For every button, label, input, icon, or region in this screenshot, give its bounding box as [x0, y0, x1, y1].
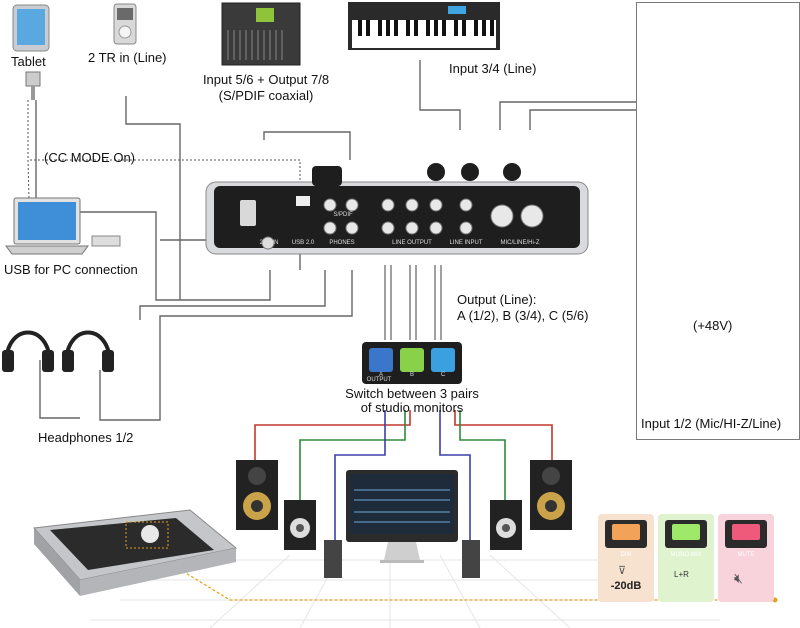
tablet-icon: [13, 5, 49, 51]
dim-label: DIM: [598, 552, 654, 558]
speaker-left-large: [236, 460, 278, 530]
line-input-port-label: LINE INPUT: [448, 240, 484, 246]
digital-mixer-icon: [222, 3, 300, 65]
feature-buttons-panel: DIM ⊽ -20dB MONO MIX L+R MUTE 🔇︎: [598, 514, 768, 598]
switch-b-label: B: [400, 372, 424, 378]
phones-port-label: PHONES: [322, 240, 362, 246]
cc-mode-label: (CC MODE On): [44, 150, 135, 166]
speaker-right-small: [490, 500, 522, 550]
switch-output-caption: OUTPUT: [364, 377, 394, 383]
dim-icon: ⊽: [618, 564, 626, 577]
mute-card: MUTE 🔇︎: [718, 514, 774, 602]
output-line-label-1: Output (Line):: [457, 292, 537, 308]
dim-card: DIM ⊽ -20dB: [598, 514, 654, 602]
speaker-right-large: [530, 460, 572, 530]
two-tr-in-label: 2 TR in (Line): [88, 50, 167, 66]
dtr-port-label: 2TR IN: [254, 240, 284, 246]
mute-label: MUTE: [718, 552, 774, 558]
mute-button[interactable]: [732, 524, 760, 540]
output-line-label-2: A (1/2), B (3/4), C (5/6): [457, 308, 589, 324]
mic-line-hiz-port-label: MIC/LINE/Hi-Z: [494, 240, 546, 246]
mono-mix-card: MONO MIX L+R: [658, 514, 714, 602]
dim-button[interactable]: [612, 524, 640, 540]
tablet-usb-plug-icon: [26, 72, 40, 86]
switch-label-2: of studio monitors: [332, 400, 492, 416]
usb-pc-label: USB for PC connection: [4, 262, 138, 278]
usb-plug-icon: [92, 236, 120, 246]
input-34-label: Input 3/4 (Line): [449, 61, 536, 77]
headphones-label: Headphones 1/2: [38, 430, 133, 446]
switch-button-c[interactable]: [431, 348, 455, 372]
keyboard-top-icon: [348, 2, 500, 50]
line-output-port-label: LINE OUTPUT: [382, 240, 442, 246]
headphones-icon: [6, 333, 110, 365]
switch-button-a[interactable]: [369, 348, 393, 372]
audio-interface-front-device: [34, 510, 236, 596]
mono-mix-label: MONO MIX: [658, 552, 714, 558]
switch-c-label: C: [431, 372, 455, 378]
spdif-port-label: S/PDIF: [328, 212, 358, 218]
input-12-label: Input 1/2 (Mic/HI-Z/Line): [641, 416, 781, 432]
spdif-label-line2: (S/PDIF coaxial): [193, 88, 339, 104]
dim-value: -20dB: [598, 580, 654, 592]
phantom-power-label: (+48V): [693, 318, 732, 334]
mono-mix-button[interactable]: [672, 524, 700, 540]
usb-port-label: USB 2.0: [288, 240, 318, 246]
audio-player-icon: [114, 4, 136, 44]
speaker-left-small: [284, 500, 316, 550]
speaker-mute-icon: 🔇︎: [734, 570, 743, 587]
mono-mix-value: L+R: [674, 570, 689, 579]
tablet-label: Tablet: [11, 54, 46, 70]
laptop-icon: [6, 198, 88, 254]
input-sources-panel: [636, 2, 800, 440]
spdif-label-line1: Input 5/6 + Output 7/8: [193, 72, 339, 88]
computer-monitor-icon: [346, 470, 458, 563]
switch-button-b[interactable]: [400, 348, 424, 372]
